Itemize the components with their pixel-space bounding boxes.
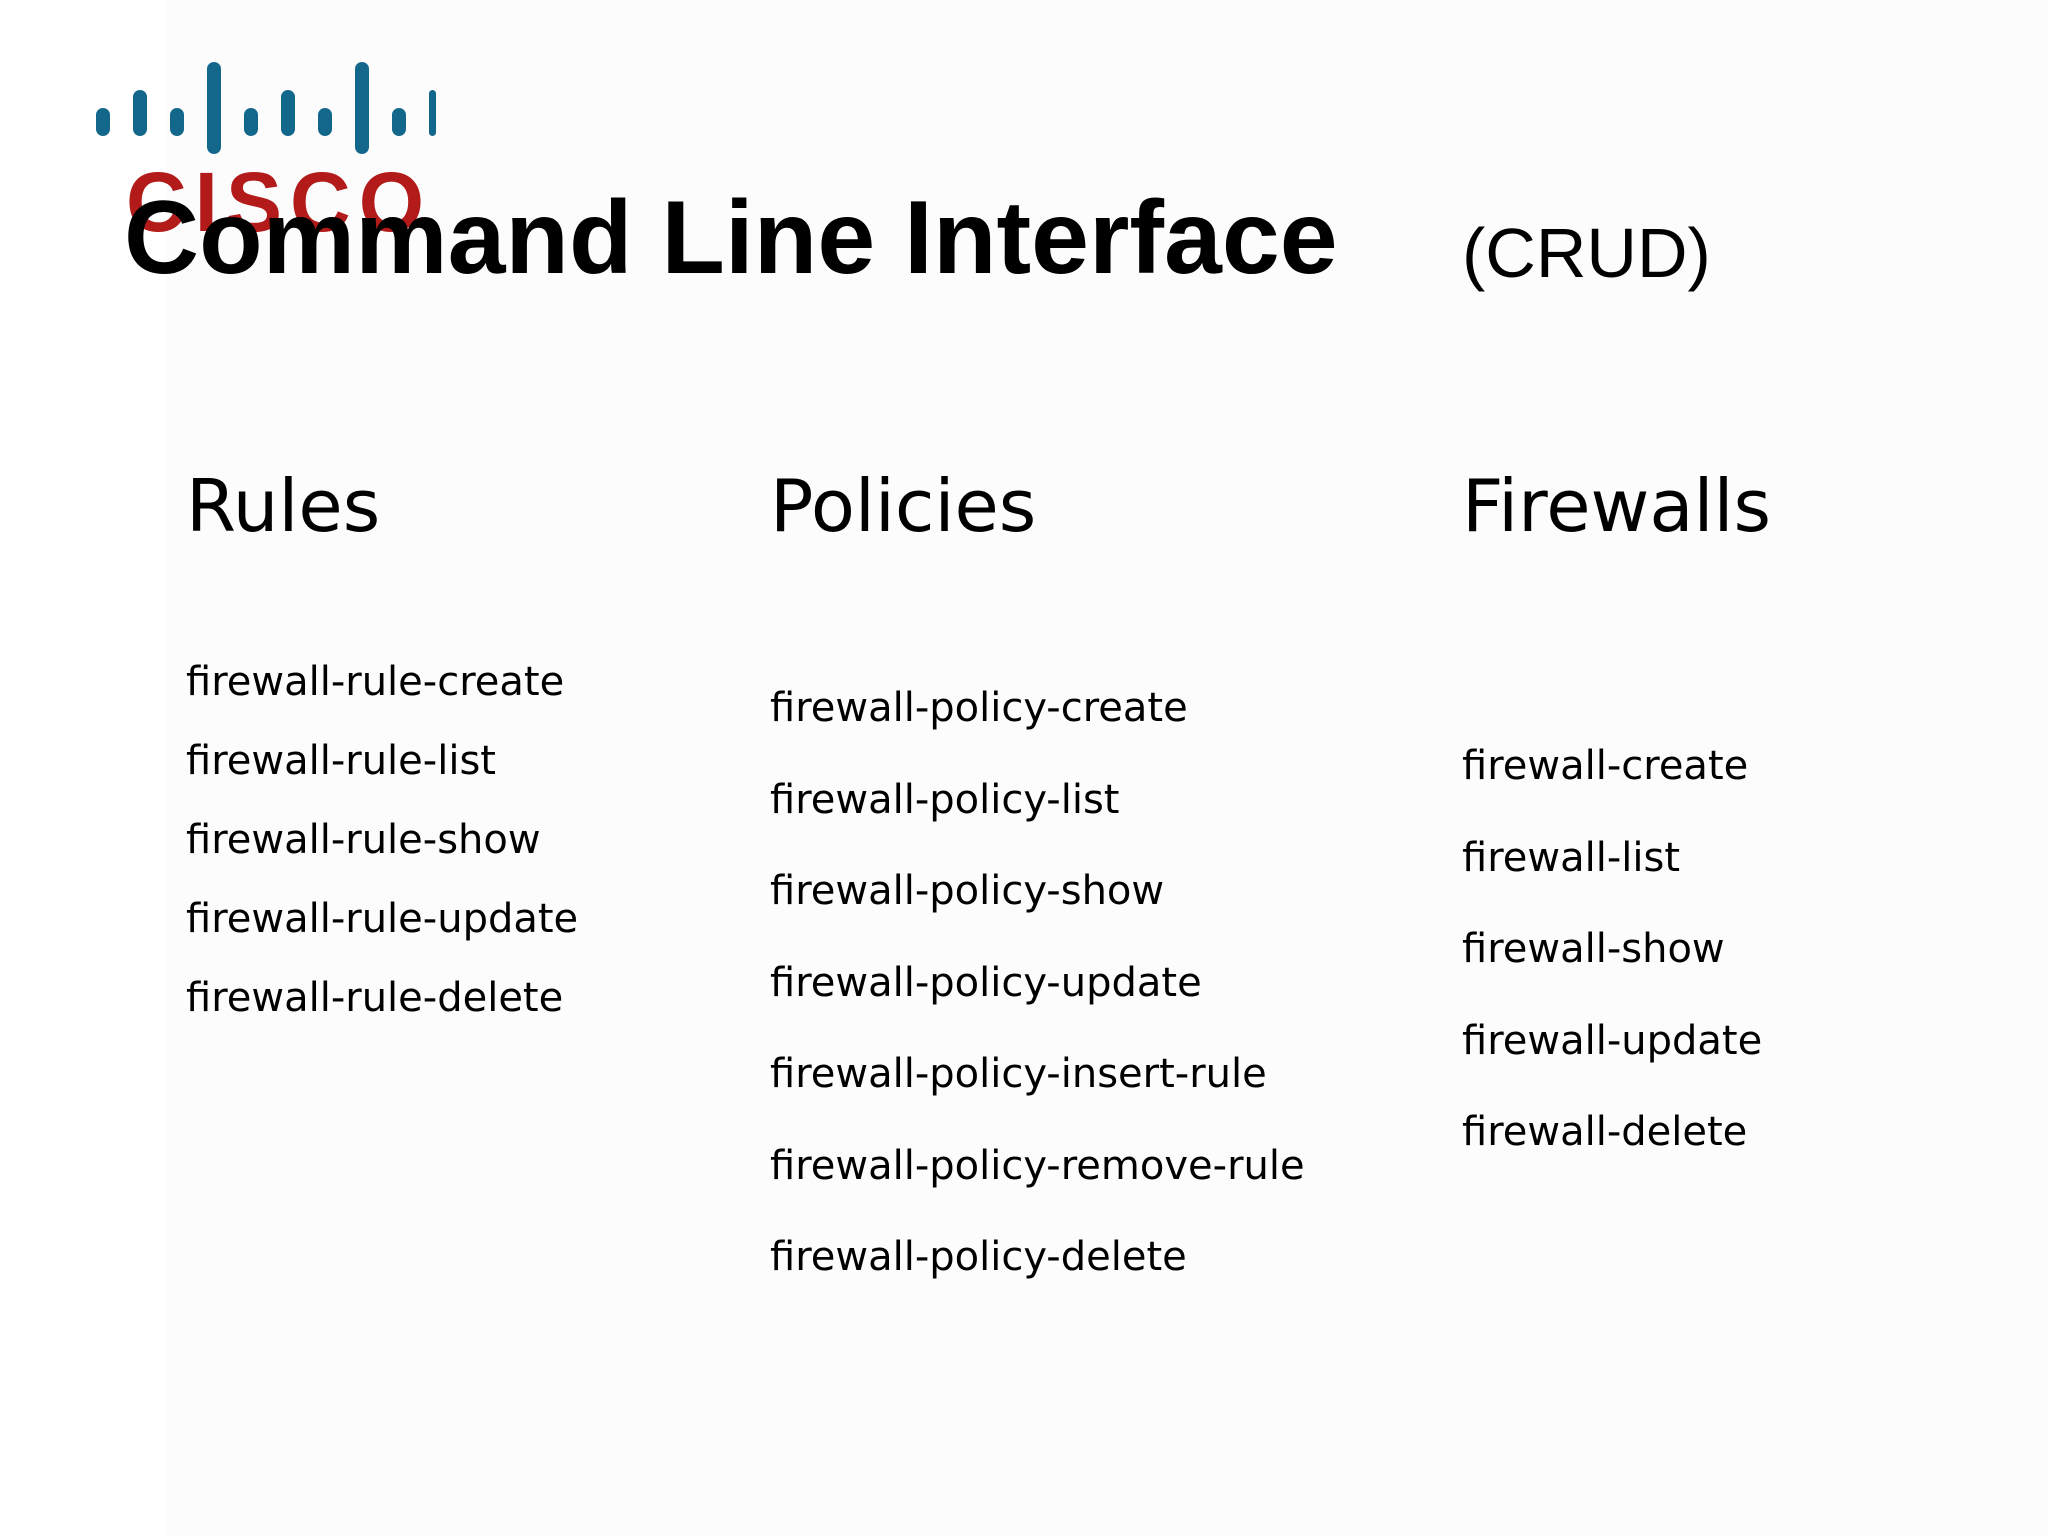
firewall-command-item: firewall-delete: [1462, 1109, 1748, 1155]
firewall-command-item: firewall-create: [1462, 743, 1749, 789]
policy-command-item: firewall-policy-delete: [770, 1234, 1187, 1280]
policy-command-item: firewall-policy-create: [770, 685, 1188, 731]
firewall-command-item: firewall-update: [1462, 1017, 1763, 1064]
rule-command-item: firewall-rule-show: [186, 817, 541, 863]
slide-title: Command Line Interface: [124, 180, 1338, 296]
policies-heading: Policies: [770, 464, 1037, 548]
slide-subtitle: (CRUD): [1462, 214, 1711, 292]
policy-command-item: firewall-policy-list: [770, 776, 1120, 823]
rule-command-item: firewall-rule-list: [186, 738, 496, 784]
policy-command-item: firewall-policy-insert-rule: [770, 1051, 1267, 1097]
rule-command-item: firewall-rule-update: [186, 896, 579, 942]
policy-command-item: firewall-policy-update: [770, 959, 1202, 1006]
firewalls-command-list: firewall-create firewall-list firewall-s…: [1462, 746, 1762, 1204]
cisco-bridge-icon: [96, 62, 436, 154]
policy-command-item: firewall-policy-remove-rule: [770, 1142, 1305, 1189]
firewall-command-item: firewall-show: [1462, 926, 1725, 972]
firewall-command-item: firewall-list: [1462, 834, 1681, 881]
rule-command-item: firewall-rule-create: [186, 659, 565, 705]
cisco-wordmark: CISCO: [126, 155, 433, 249]
policy-command-item: firewall-policy-show: [770, 868, 1165, 914]
rules-command-list: firewall-rule-create firewall-rule-list …: [186, 662, 578, 1057]
cisco-logo: CISCO: [96, 58, 436, 248]
firewalls-heading: Firewalls: [1462, 464, 1772, 548]
rule-command-item: firewall-rule-delete: [186, 975, 564, 1021]
policies-command-list: firewall-policy-create firewall-policy-l…: [770, 688, 1305, 1329]
content-background: [166, 0, 2048, 1536]
rules-heading: Rules: [186, 464, 381, 548]
